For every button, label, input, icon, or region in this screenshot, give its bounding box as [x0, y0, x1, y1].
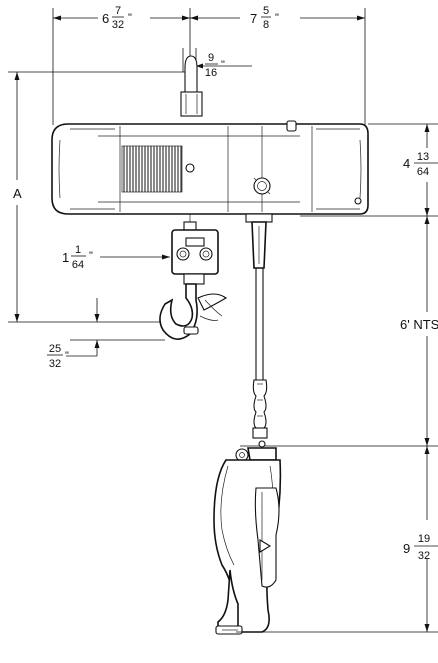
hook-block	[159, 214, 228, 340]
svg-text:6' NTS: 6' NTS	[400, 317, 438, 332]
svg-text:64: 64	[417, 166, 429, 178]
svg-text:32: 32	[49, 358, 61, 370]
dim-right-width: 7 5 8 "	[250, 5, 279, 31]
svg-text:9: 9	[403, 541, 410, 556]
pendant-cord	[245, 213, 273, 439]
dim-body-height: 4 13 64	[300, 123, 438, 217]
svg-text:1: 1	[62, 250, 69, 265]
svg-text:25: 25	[49, 343, 61, 355]
svg-text:32: 32	[418, 550, 430, 562]
svg-text:7: 7	[115, 5, 121, 17]
svg-text:13: 13	[417, 151, 429, 163]
svg-text:19: 19	[418, 533, 430, 545]
dim-height-a: A	[8, 71, 190, 323]
svg-text:5: 5	[263, 5, 269, 17]
top-dimensions	[52, 8, 366, 125]
svg-text:4: 4	[403, 156, 410, 171]
svg-text:": "	[221, 59, 225, 71]
svg-text:7: 7	[250, 11, 257, 26]
dim-hook-opening: 1 1 64 "	[62, 244, 170, 271]
svg-text:": "	[275, 12, 279, 24]
svg-text:": "	[65, 350, 69, 362]
svg-text:16: 16	[205, 67, 217, 79]
svg-text:": "	[128, 12, 132, 24]
svg-text:1: 1	[75, 244, 81, 256]
dim-hook-throat: 25 32 "	[47, 298, 165, 370]
cooling-fins	[123, 146, 182, 192]
pendant-control	[213, 440, 438, 635]
hoist-body	[51, 55, 369, 215]
dim-hook-top-width: 9 16 "	[182, 48, 252, 79]
dim-cord-length: 6' NTS	[400, 216, 438, 446]
svg-text:8: 8	[263, 19, 269, 31]
svg-text:": "	[89, 250, 93, 262]
svg-text:64: 64	[72, 259, 84, 271]
dim-pendant-length: 9 19 32	[403, 446, 438, 632]
svg-text:A: A	[13, 186, 22, 201]
svg-text:9: 9	[208, 52, 214, 64]
svg-text:32: 32	[112, 19, 124, 31]
svg-text:6: 6	[102, 11, 109, 26]
dim-left-width: 6 7 32 "	[102, 5, 132, 31]
